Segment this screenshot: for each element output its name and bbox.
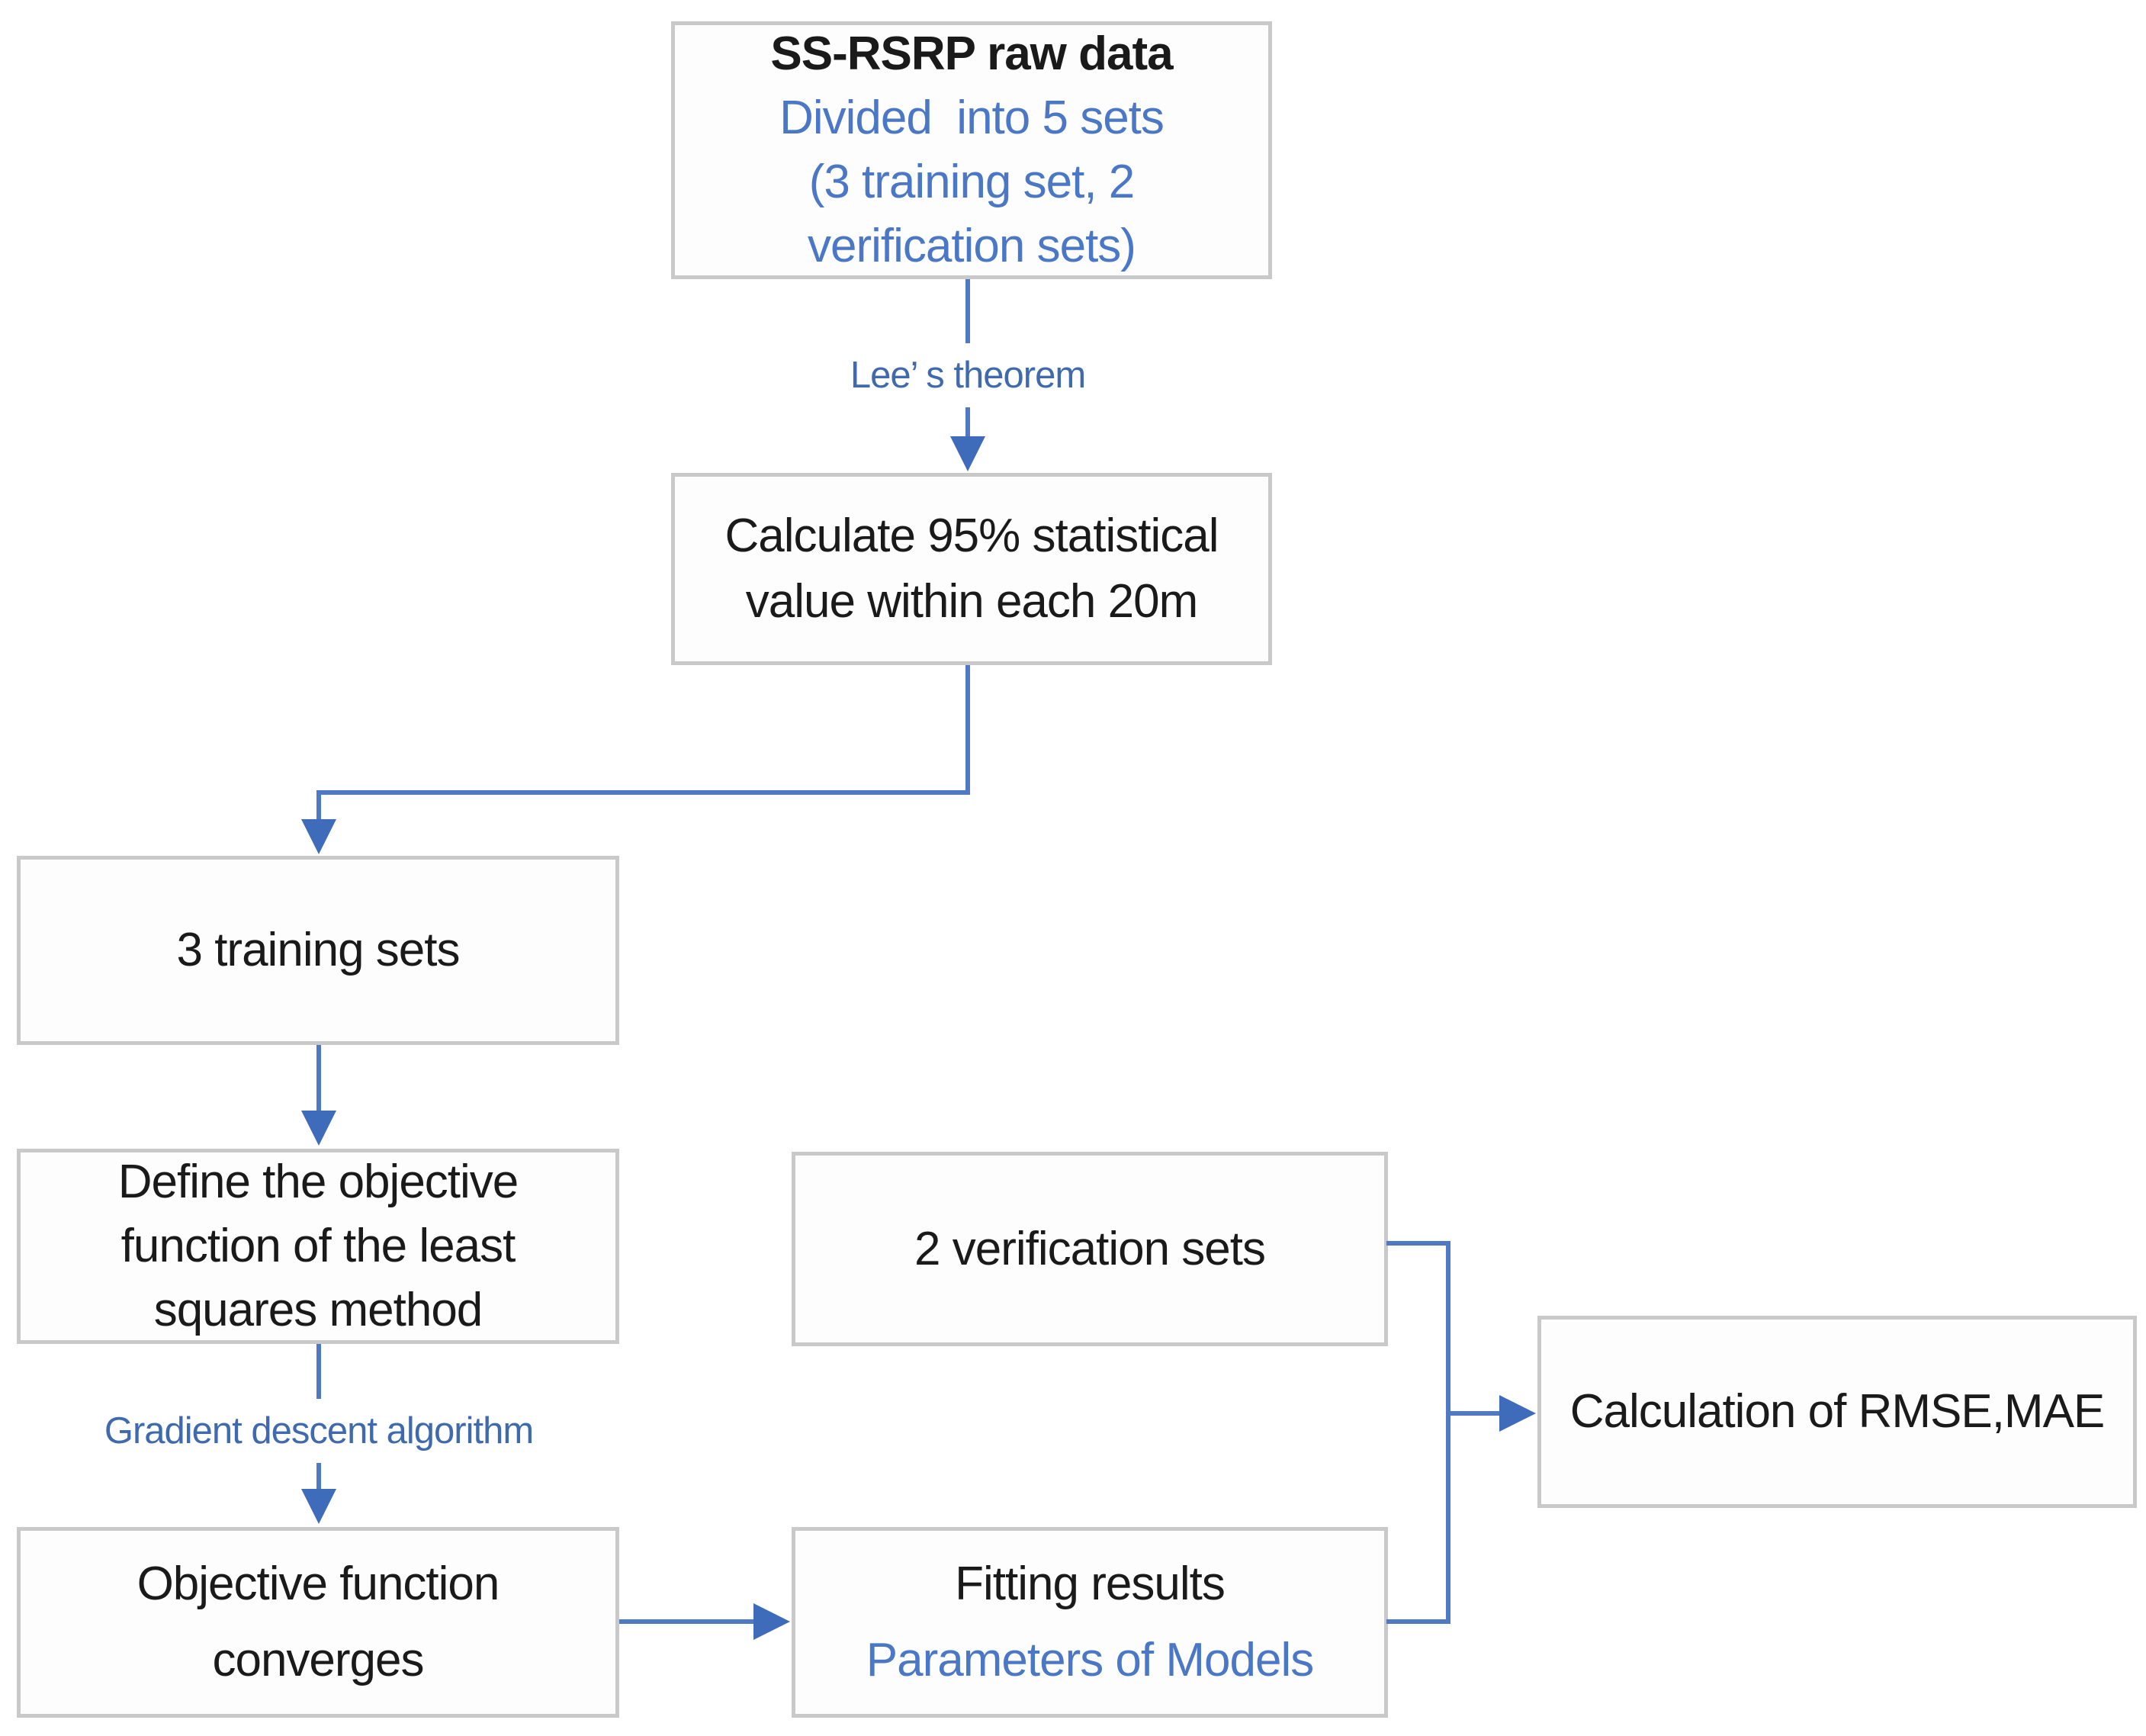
fitting-results-box: Fitting results Parameters of Models [792, 1527, 1388, 1718]
connector-junction-vertical [1446, 1241, 1450, 1624]
calc-line1: Calculate 95% statistical [724, 510, 1219, 562]
define-line1: Define the objective [117, 1156, 519, 1208]
arrowhead-into-define [301, 1111, 336, 1146]
define-line2: function of the least [120, 1220, 516, 1272]
connector-junction-to-rmse [1449, 1411, 1499, 1416]
raw-data-line2: (3 training set, 2 [808, 156, 1136, 208]
rmse-mae-box: Calculation of RMSE,MAE [1537, 1316, 2137, 1508]
verification-sets-box: 2 verification sets [792, 1152, 1388, 1346]
raw-data-box: SS-RSRP raw data Divided into 5 sets (3 … [671, 21, 1272, 279]
calc-line2: value within each 20m [745, 575, 1198, 628]
gradient-descent-label: Gradient descent algorithm [87, 1399, 551, 1463]
define-objective-box: Define the objective function of the lea… [17, 1149, 619, 1344]
connector-verification-right [1386, 1241, 1450, 1246]
calc-statistical-box: Calculate 95% statistical value within e… [671, 473, 1272, 665]
connector-converges-to-fitting [619, 1619, 757, 1624]
lees-theorem-label: Lee’ s theorem [833, 343, 1103, 407]
arrowhead-into-rmse [1499, 1395, 1536, 1432]
raw-data-title: SS-RSRP raw data [770, 27, 1173, 80]
rmse-mae-label: Calculation of RMSE,MAE [1569, 1385, 2106, 1438]
raw-data-line1: Divided into 5 sets [779, 92, 1165, 144]
arrowhead-into-converges [301, 1489, 336, 1524]
fitting-line2: Parameters of Models [866, 1634, 1314, 1686]
arrowhead-into-fitting [753, 1603, 790, 1640]
connector-into-training [316, 790, 321, 821]
training-sets-label: 3 training sets [176, 924, 461, 976]
fitting-line1: Fitting results [955, 1558, 1226, 1610]
objective-converges-box: Objective function converges [17, 1527, 619, 1718]
converges-line2: converges [212, 1634, 424, 1686]
converges-line1: Objective function [137, 1558, 500, 1610]
connector-training-to-define [316, 1045, 321, 1112]
raw-data-line3: verification sets) [808, 220, 1136, 272]
define-line3: squares method [153, 1284, 483, 1336]
connector-fitting-right [1386, 1619, 1450, 1624]
connector-calc-left [316, 790, 970, 795]
training-sets-box: 3 training sets [17, 856, 619, 1045]
arrowhead-into-training [301, 819, 336, 854]
connector-calc-down [965, 665, 970, 795]
arrowhead-into-calc [950, 436, 985, 471]
verification-sets-label: 2 verification sets [914, 1222, 1266, 1275]
